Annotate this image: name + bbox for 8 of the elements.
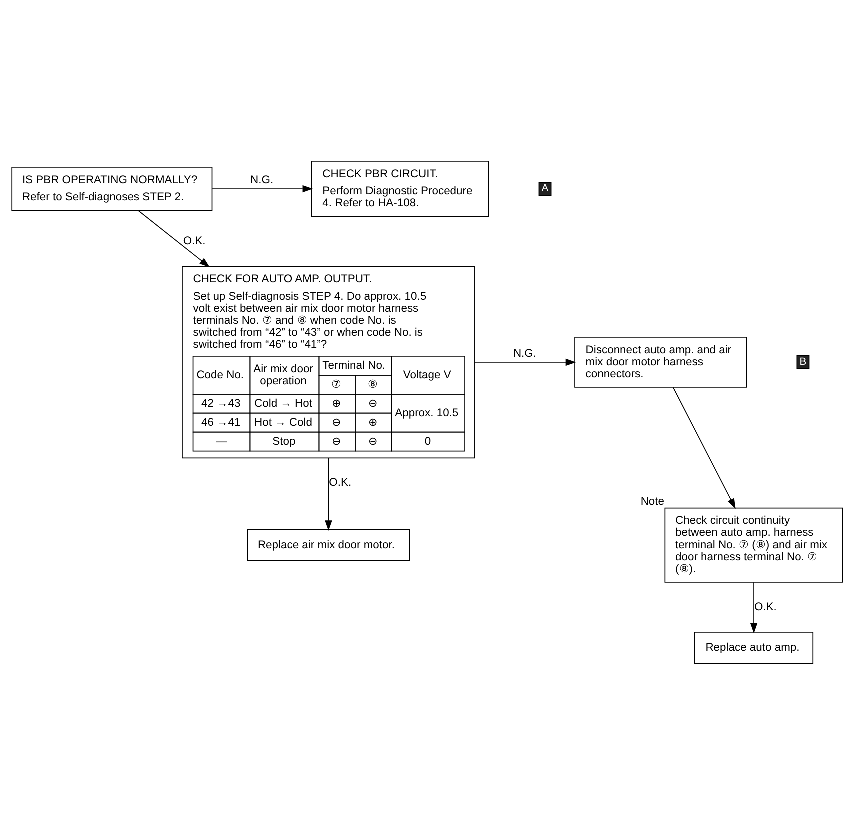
edge-label: N.G. (513, 348, 536, 360)
edge-label: O.K. (183, 236, 206, 248)
edge-label: O.K. (754, 601, 777, 614)
label: A (542, 184, 549, 195)
node-label: Note (640, 496, 665, 508)
edge-label: O.K. (329, 477, 352, 490)
edge-label: N.G. (250, 174, 274, 186)
label: B (800, 357, 807, 368)
